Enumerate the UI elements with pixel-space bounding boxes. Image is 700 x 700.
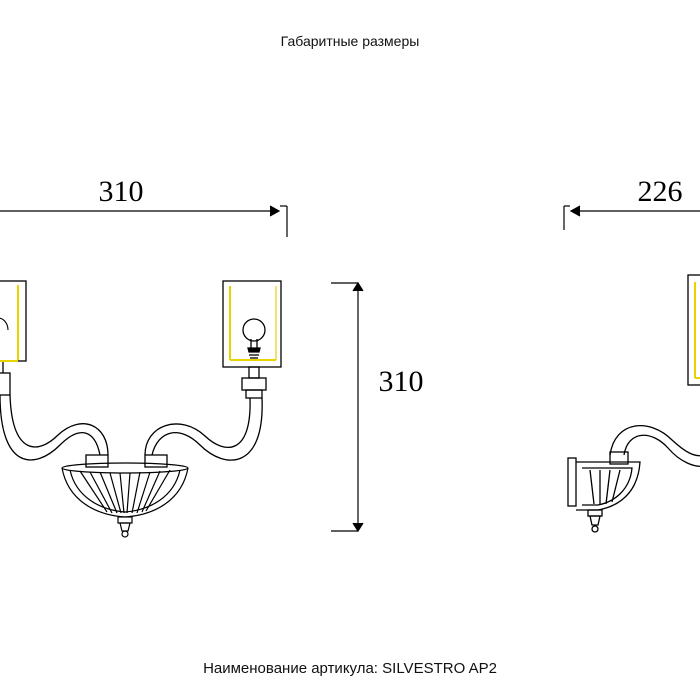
article-label: Наименование артикула: bbox=[203, 660, 378, 677]
right-shade bbox=[222, 280, 282, 399]
central-bowl bbox=[61, 462, 189, 538]
page-title: Габаритные размеры bbox=[280, 33, 420, 49]
side-depth-label: 226 bbox=[638, 175, 683, 208]
article-line: Наименование артикула: SILVESTRO AP2 bbox=[0, 660, 700, 677]
front-width-label: 310 bbox=[99, 175, 144, 208]
front-height-dimension bbox=[331, 281, 364, 533]
article-name: SILVESTRO AP2 bbox=[382, 660, 497, 677]
front-height-label: 310 bbox=[379, 365, 424, 398]
left-shade bbox=[0, 280, 27, 396]
front-width-dimension bbox=[0, 205, 288, 237]
side-depth-dimension bbox=[563, 205, 700, 230]
front-view-sconce bbox=[0, 280, 282, 538]
arms bbox=[0, 394, 263, 468]
side-view-sconce bbox=[567, 274, 700, 533]
